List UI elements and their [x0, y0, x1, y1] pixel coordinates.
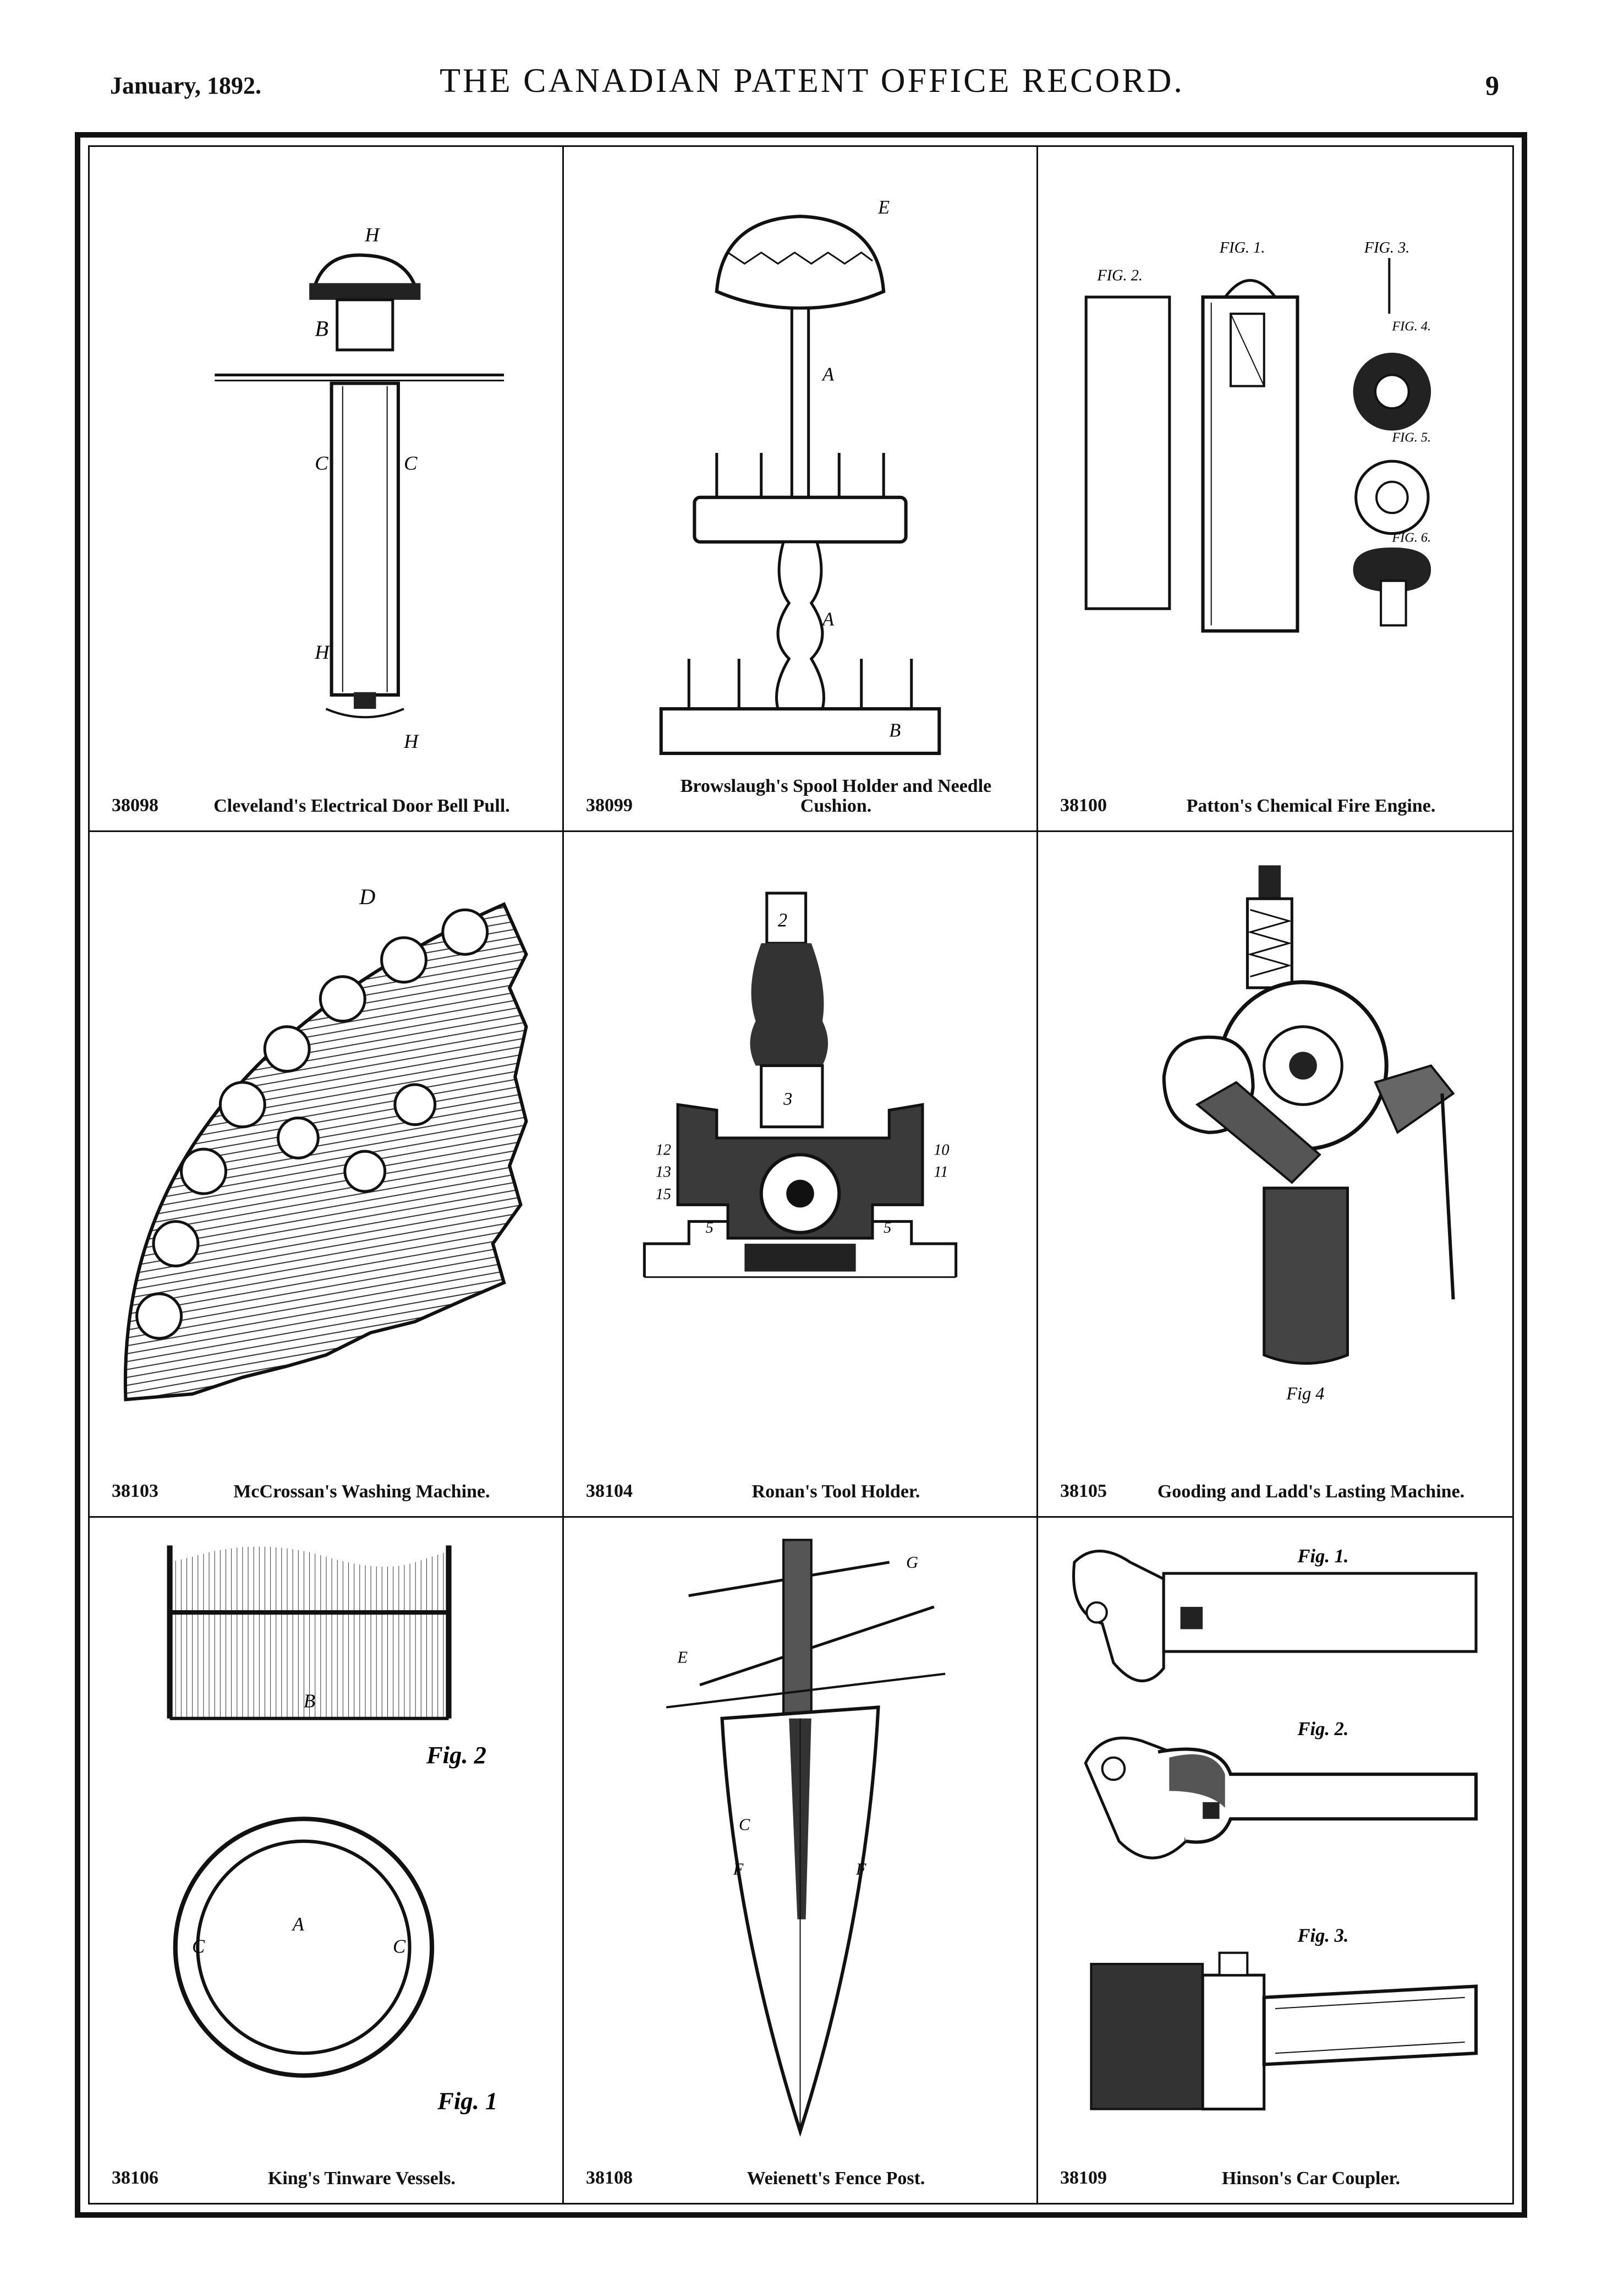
patent-number: 38109: [1060, 2168, 1107, 2188]
lasting-machine-drawing: Fig 4: [1049, 843, 1501, 1455]
issue-date: January, 1892.: [110, 72, 262, 99]
svg-text:2: 2: [778, 910, 787, 931]
svg-text:C: C: [192, 1936, 205, 1957]
plate-frame: B C C H H H 38098 Cleveland's Electrical…: [75, 132, 1527, 2218]
patent-title: Ronan's Tool Holder.: [751, 1481, 920, 1502]
patent-caption: 38103 McCrossan's Washing Machine.: [112, 1463, 546, 1502]
patent-cell-fence-post: G E C F F 38108 Weienett's Fence Post.: [564, 1517, 1038, 2203]
patent-number: 38099: [586, 795, 633, 816]
patent-number: 38106: [112, 2168, 158, 2188]
svg-text:E: E: [677, 1648, 688, 1666]
patent-caption: 38105 Gooding and Ladd's Lasting Machine…: [1060, 1463, 1496, 1502]
fig-label: FIG. 1.: [1219, 239, 1265, 256]
page-number: 9: [1485, 70, 1499, 101]
patent-title: Patton's Chemical Fire Engine.: [1186, 796, 1436, 817]
patent-cell-lasting-machine: Fig 4 38105 Gooding and Ladd's Lasting M…: [1038, 832, 1512, 1518]
svg-text:5: 5: [706, 1219, 714, 1237]
fig-label: FIG. 3.: [1364, 239, 1410, 256]
patent-number: 38104: [586, 1480, 633, 1501]
svg-text:5: 5: [884, 1219, 891, 1237]
patent-number: 38103: [112, 1480, 158, 1501]
svg-text:B: B: [889, 720, 901, 741]
patent-title: King's Tinware Vessels.: [267, 2168, 456, 2189]
fig-label: Fig. 2: [426, 1741, 486, 1769]
fig-label: FIG. 2.: [1096, 267, 1143, 284]
tinware-drawing: B Fig. 2 A C C Fig. 1: [101, 1529, 551, 2142]
patent-title: Cleveland's Electrical Door Bell Pull.: [213, 796, 510, 817]
svg-text:F: F: [855, 1859, 866, 1878]
svg-text:G: G: [906, 1553, 918, 1572]
svg-text:B: B: [304, 1691, 315, 1711]
patent-number: 38098: [112, 795, 158, 816]
patent-cell-car-coupler: Fig. 1. Fig. 2. Fig. 3.: [1038, 1518, 1512, 2203]
patent-title: Weienett's Fence Post.: [747, 2168, 925, 2189]
plate-inner-frame: B C C H H H 38098 Cleveland's Electrical…: [88, 145, 1514, 2205]
fig-label: Fig. 1.: [1297, 1545, 1349, 1566]
svg-text:C: C: [315, 452, 328, 474]
svg-text:C: C: [404, 452, 418, 474]
fig-label: FIG. 5.: [1391, 430, 1431, 445]
svg-text:H: H: [364, 224, 380, 246]
svg-text:3: 3: [783, 1089, 792, 1109]
svg-text:11: 11: [934, 1164, 948, 1181]
patent-caption: 38109 Hinson's Car Coupler.: [1060, 2150, 1496, 2189]
svg-text:D: D: [359, 885, 375, 910]
patent-caption: 38108 Weienett's Fence Post.: [586, 2150, 1020, 2189]
svg-text:F: F: [733, 1859, 744, 1878]
patent-number: 38100: [1060, 795, 1107, 816]
patent-cell-tinware: B Fig. 2 A C C Fig. 1 38106 King's Tinwa…: [90, 1517, 564, 2203]
svg-text:A: A: [821, 364, 835, 385]
page-header: January, 1892. THE CANADIAN PATENT OFFIC…: [0, 0, 1624, 127]
fence-post-drawing: G E C F F: [575, 1529, 1025, 2142]
fig-label: Fig. 3.: [1297, 1925, 1349, 1946]
patent-cell-spool-holder: A A E B 38099 Browslaugh's Spool Holder …: [564, 147, 1038, 833]
svg-text:B: B: [315, 316, 328, 341]
patent-cell-washing-machine: D 38103 McCrossan's Washing Machine.: [90, 832, 564, 1518]
patent-caption: 38106 King's Tinware Vessels.: [112, 2150, 546, 2189]
svg-text:H: H: [314, 641, 330, 663]
svg-text:13: 13: [656, 1164, 671, 1181]
patent-caption: 38099 Browslaugh's Spool Holder and Need…: [586, 776, 1020, 817]
patent-caption: 38098 Cleveland's Electrical Door Bell P…: [112, 778, 546, 816]
spool-holder-drawing: A A E B: [575, 158, 1025, 770]
patent-cell-fire-engine: FIG. 2. FIG. 1. FIG. 3. FIG. 4. FIG. 5. …: [1038, 147, 1512, 833]
patent-title: Browslaugh's Spool Holder and Needle Cus…: [680, 776, 992, 817]
svg-text:C: C: [393, 1936, 406, 1957]
svg-text:E: E: [877, 197, 890, 218]
fig-label: FIG. 4.: [1391, 319, 1431, 333]
svg-text:H: H: [403, 730, 419, 752]
car-coupler-drawing: Fig. 1. Fig. 2. Fig. 3.: [1049, 1529, 1501, 2142]
door-bell-drawing: B C C H H H: [101, 158, 551, 770]
svg-text:A: A: [292, 1914, 305, 1935]
svg-text:A: A: [821, 609, 835, 630]
washing-machine-drawing: D: [101, 843, 551, 1455]
fig-label: Fig. 1: [437, 2087, 497, 2114]
patent-title: Hinson's Car Coupler.: [1221, 2168, 1401, 2189]
patent-title: McCrossan's Washing Machine.: [233, 1481, 490, 1502]
tool-holder-drawing: 2 3 12 13 15 10 11: [575, 843, 1025, 1455]
patent-grid: B C C H H H 38098 Cleveland's Electrical…: [90, 147, 1512, 2203]
patent-caption: 38100 Patton's Chemical Fire Engine.: [1060, 778, 1496, 816]
publication-title: THE CANADIAN PATENT OFFICE RECORD.: [440, 62, 1184, 100]
patent-cell-tool-holder: 2 3 12 13 15 10 11: [564, 832, 1038, 1518]
patent-caption: 38104 Ronan's Tool Holder.: [586, 1463, 1020, 1502]
fire-engine-drawing: FIG. 2. FIG. 1. FIG. 3. FIG. 4. FIG. 5. …: [1049, 158, 1501, 770]
svg-text:15: 15: [656, 1186, 671, 1204]
patent-title: Gooding and Ladd's Lasting Machine.: [1157, 1481, 1465, 1502]
svg-text:C: C: [739, 1815, 750, 1834]
patent-number: 38108: [586, 2168, 633, 2188]
fig-label: Fig 4: [1286, 1384, 1324, 1404]
fig-label: Fig. 2.: [1297, 1719, 1349, 1740]
svg-text:10: 10: [934, 1142, 949, 1159]
patent-cell-door-bell: B C C H H H 38098 Cleveland's Electrical…: [90, 147, 564, 833]
patent-number: 38105: [1060, 1480, 1107, 1501]
svg-text:12: 12: [656, 1142, 671, 1159]
